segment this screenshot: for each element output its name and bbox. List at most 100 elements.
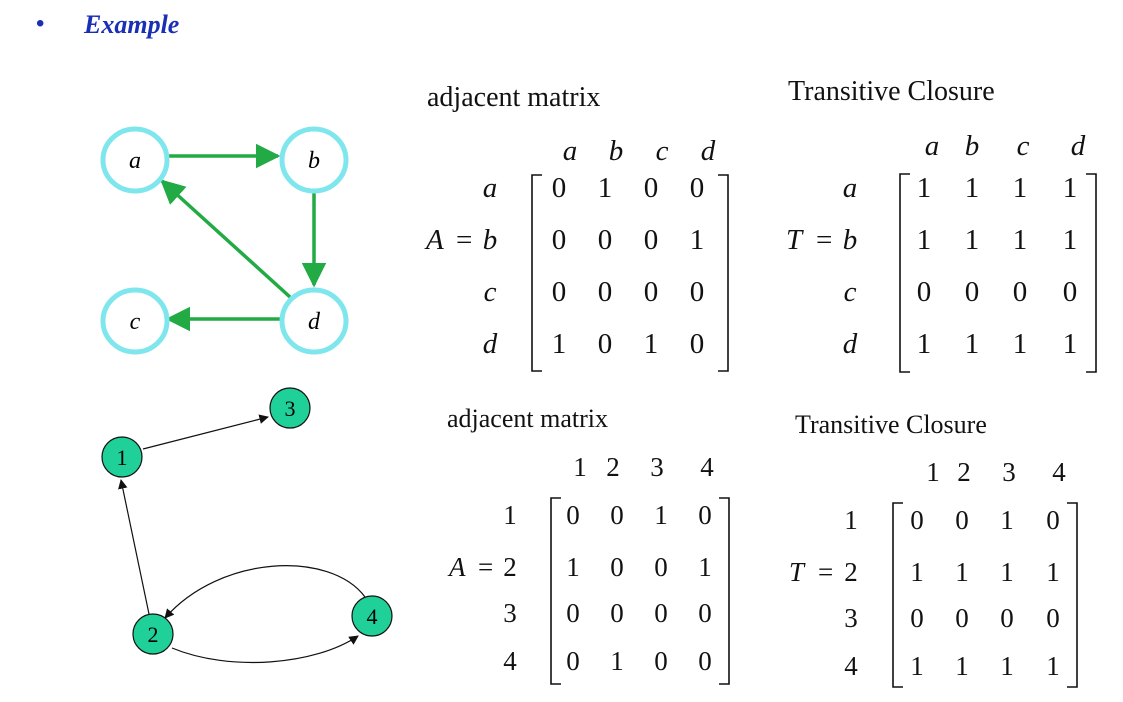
graph1-nodes: a b c d: [100, 126, 349, 355]
adj2-cell: 0: [698, 646, 712, 676]
adj1-eq: =: [456, 224, 473, 256]
tc1-eq: =: [816, 224, 833, 256]
node-3-label: 3: [285, 396, 296, 421]
adj1-cell: 0: [597, 224, 613, 256]
tc2-brackets: [892, 502, 1078, 688]
tc2-cell: 1: [1046, 557, 1060, 587]
tc2-cell: 1: [955, 651, 969, 681]
adj1-col-label: a: [562, 135, 578, 167]
adj1-cell: 0: [689, 276, 705, 308]
adj2-matrix: A = 1 2 3 4 1 2 3 4 0 0 1 0 1 0 0 1 0 0 …: [445, 452, 745, 692]
adj2-cell: 0: [566, 598, 580, 628]
node-d: [279, 287, 349, 355]
adj1-cell: 0: [689, 172, 705, 204]
tc1-row-label: b: [842, 224, 858, 256]
tc1-cell: 1: [1062, 224, 1078, 256]
tc1-cell: 1: [964, 172, 980, 204]
tc1-row-label: d: [842, 328, 858, 360]
adj2-symbol: A: [449, 552, 466, 582]
adj1-row-label: b: [482, 224, 498, 256]
tc2-cell: 1: [1046, 651, 1060, 681]
tc2-cell: 1: [910, 651, 924, 681]
adj1-cell: 0: [597, 276, 613, 308]
node-1: [101, 436, 143, 478]
tc2-row-label: 4: [844, 651, 858, 681]
adj1-cell: 0: [551, 172, 567, 204]
adj2-row-label: 1: [503, 500, 517, 530]
adj1-col-label: b: [608, 135, 624, 167]
adj2-col-label: 3: [650, 452, 664, 482]
adj1-cell: 0: [643, 276, 659, 308]
tc1-matrix: T = a b c d a b c d 1 1 1 1 1 1 1 1 0 0 …: [780, 130, 1110, 375]
adj2-cell: 0: [654, 552, 668, 582]
tc2-eq: =: [818, 557, 834, 587]
adj1-row-label: a: [482, 172, 498, 204]
node-3: [269, 387, 311, 429]
node-2: [132, 613, 174, 655]
adj1-cell: 0: [551, 224, 567, 256]
adj1-cell: 1: [597, 172, 613, 204]
tc2-cell: 1: [955, 557, 969, 587]
adj1-symbol: A: [426, 224, 444, 256]
tc1-cell: 0: [964, 276, 980, 308]
adj2-cell: 0: [566, 500, 580, 530]
tc2-cell: 0: [910, 505, 924, 535]
node-d-label: d: [308, 309, 321, 335]
tc2-row-label: 3: [844, 603, 858, 633]
tc2-caption: Transitive Closure: [795, 410, 987, 439]
tc1-row-label: a: [842, 172, 858, 204]
node-4: [351, 595, 393, 637]
tc2-cell: 1: [1000, 557, 1014, 587]
adj2-cell: 0: [610, 552, 624, 582]
adj2-cell: 1: [698, 552, 712, 582]
adj2-cell: 0: [654, 646, 668, 676]
tc1-col-label: d: [1070, 130, 1086, 162]
edge-d-a: [160, 179, 292, 299]
tc1-col-label: b: [964, 130, 980, 162]
tc1-cell: 1: [964, 224, 980, 256]
tc1-brackets: [899, 173, 1097, 373]
tc1-cell: 1: [1012, 172, 1028, 204]
tc2-cell: 1: [1000, 505, 1014, 535]
tc2-cell: 1: [910, 557, 924, 587]
node-4-label: 4: [367, 604, 378, 629]
edge-2-1: [118, 479, 150, 615]
tc2-row-label: 2: [844, 557, 858, 587]
tc2-cell: 0: [1000, 603, 1014, 633]
adj1-cell: 1: [551, 328, 567, 360]
example-title: Example: [84, 10, 180, 39]
tc1-col-label: a: [924, 130, 940, 162]
tc1-caption: Transitive Closure: [788, 76, 995, 107]
adj2-cell: 0: [566, 646, 580, 676]
adj1-brackets: [531, 174, 729, 372]
tc1-cell: 1: [1062, 328, 1078, 360]
node-1-label: 1: [117, 445, 128, 470]
adj1-cell: 0: [643, 172, 659, 204]
adj2-col-label: 1: [573, 452, 587, 482]
adj2-row-label: 3: [503, 598, 517, 628]
tc2-cell: 0: [910, 603, 924, 633]
tc2-cell: 0: [1046, 505, 1060, 535]
node-2-label: 2: [148, 622, 159, 647]
tc2-col-label: 3: [1002, 457, 1016, 487]
adj2-cell: 1: [610, 646, 624, 676]
adj2-caption: adjacent matrix: [447, 404, 608, 433]
adj1-matrix: A = a b c d a b c d 0 1 0 0 0 0 0 1 0 0 …: [420, 135, 740, 375]
tc1-cell: 0: [916, 276, 932, 308]
adj2-cell: 0: [698, 598, 712, 628]
adj1-row-label: c: [483, 276, 497, 308]
adj1-cell: 1: [643, 328, 659, 360]
adj2-cell: 1: [566, 552, 580, 582]
node-a-label: a: [129, 148, 141, 174]
tc1-col-label: c: [1016, 130, 1030, 162]
tc2-cell: 0: [1046, 603, 1060, 633]
adj1-cell: 0: [597, 328, 613, 360]
tc1-cell: 1: [1062, 172, 1078, 204]
adj2-cell: 0: [698, 500, 712, 530]
tc1-cell: 1: [916, 328, 932, 360]
adj1-cell: 0: [689, 328, 705, 360]
graph2-nodes: 1 2 3 4: [101, 387, 393, 655]
tc2-matrix: T = 1 2 3 4 1 2 3 4 0 0 1 0 1 1 1 1 0 0 …: [785, 457, 1105, 692]
tc2-col-label: 2: [957, 457, 971, 487]
adj2-col-label: 2: [606, 452, 620, 482]
